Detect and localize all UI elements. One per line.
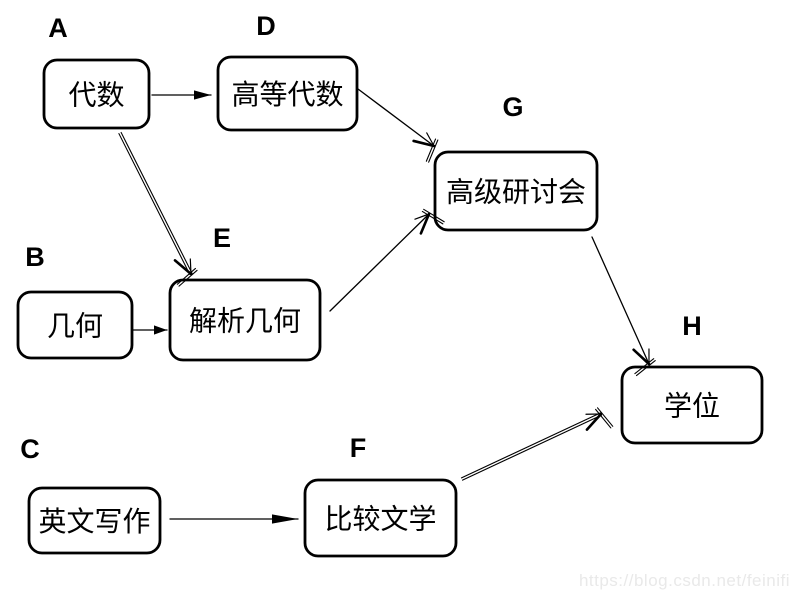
node-F-box xyxy=(303,478,458,558)
node-A: 代数 A xyxy=(42,13,151,130)
arrowhead xyxy=(272,514,298,524)
node-B-label: 几何 xyxy=(47,311,103,342)
node-A-letter: A xyxy=(48,13,68,43)
node-H-letter: H xyxy=(682,311,702,341)
edge-A-D xyxy=(151,90,212,100)
edge-F-H xyxy=(460,407,614,481)
node-H-label: 学位 xyxy=(664,391,720,422)
node-A-box xyxy=(42,58,151,130)
edge-E-G xyxy=(329,208,445,312)
node-F: 比较文学 F xyxy=(303,433,458,558)
node-D: 高等代数 D xyxy=(216,11,359,132)
arrowhead xyxy=(194,90,211,100)
node-H: 学位 H xyxy=(620,311,764,445)
arrowhead xyxy=(154,325,167,335)
node-C-box xyxy=(27,486,162,555)
node-E: 解析几何 E xyxy=(168,223,322,362)
node-F-letter: F xyxy=(350,433,367,463)
edge-D-G xyxy=(357,88,439,163)
edge-G-H xyxy=(591,236,656,377)
node-H-box xyxy=(620,365,764,445)
node-A-label: 代数 xyxy=(68,80,124,111)
node-B: 几何 B xyxy=(16,242,134,360)
edge-A-E xyxy=(118,131,198,287)
node-F-label: 比较文学 xyxy=(324,504,436,535)
node-D-box xyxy=(216,55,359,132)
node-C-label: 英文写作 xyxy=(38,506,150,537)
node-G-letter: G xyxy=(502,92,523,122)
node-E-box xyxy=(168,278,322,362)
node-C: 英文写作 C xyxy=(20,434,162,555)
node-G: 高级研讨会 G xyxy=(433,92,599,232)
edge-B-E xyxy=(132,325,168,335)
node-G-label: 高级研讨会 xyxy=(446,177,586,208)
node-D-label: 高等代数 xyxy=(231,79,343,110)
node-G-box xyxy=(433,150,599,232)
node-B-letter: B xyxy=(25,242,45,272)
node-B-box xyxy=(16,290,134,360)
node-E-label: 解析几何 xyxy=(189,306,301,337)
node-C-letter: C xyxy=(20,434,40,464)
node-D-letter: D xyxy=(256,11,276,41)
node-E-letter: E xyxy=(213,223,231,253)
edge-C-F xyxy=(169,514,299,524)
